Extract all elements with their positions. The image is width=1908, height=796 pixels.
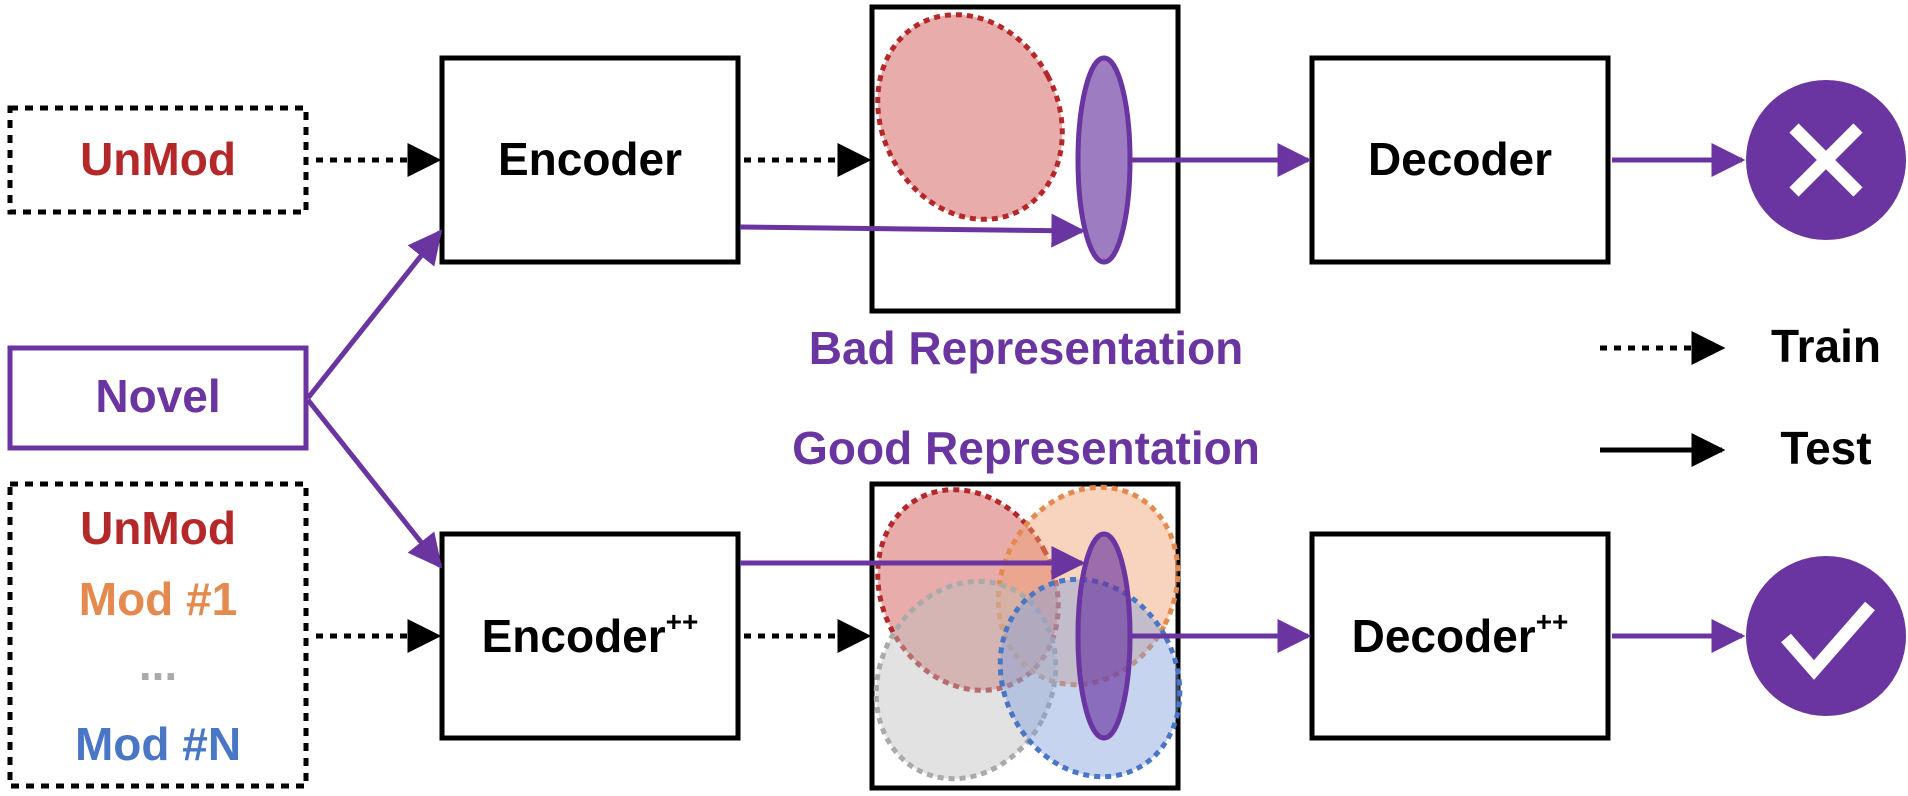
unmod-input-box bbox=[7, 105, 309, 215]
ellipsis-label: ... bbox=[139, 638, 177, 690]
decoder-pp-superscript: ++ bbox=[1536, 606, 1569, 637]
bad-representation-label: Bad Representation bbox=[809, 322, 1244, 374]
mod-1-label: Mod #1 bbox=[79, 573, 237, 625]
legend-train-label: Train bbox=[1771, 320, 1881, 372]
bad-red-cluster bbox=[875, 12, 1065, 222]
good-novel-cluster bbox=[1075, 531, 1133, 741]
bad-novel-cluster bbox=[1075, 55, 1133, 265]
mod-n-label: Mod #N bbox=[75, 718, 241, 770]
encoder-pp-box bbox=[439, 531, 741, 741]
encoder-pp-superscript: ++ bbox=[666, 606, 699, 637]
novel-input-box bbox=[7, 345, 309, 451]
x-mark-icon bbox=[1746, 80, 1906, 240]
test-arrow-novel-to-encoder-pp bbox=[306, 398, 443, 569]
unmod-bottom-label: UnMod bbox=[80, 502, 236, 554]
decoder-pp-label: Decoder++ bbox=[1352, 606, 1569, 662]
test-arrow-encoder-to-novel-cluster bbox=[739, 213, 1086, 248]
encoder-box bbox=[439, 55, 741, 265]
decoder-box bbox=[1309, 55, 1611, 265]
decoder-pp-box bbox=[1309, 531, 1611, 741]
legend-test-label: Test bbox=[1780, 422, 1871, 474]
unmod-top-label: UnMod bbox=[80, 133, 236, 185]
good-gray-cluster bbox=[873, 578, 1059, 782]
check-mark-icon bbox=[1746, 556, 1906, 716]
legend: Train Test bbox=[1600, 320, 1881, 474]
decoder-label: Decoder bbox=[1368, 133, 1552, 185]
test-arrow-novel-to-encoder bbox=[306, 229, 443, 400]
encoder-label: Encoder bbox=[498, 133, 682, 185]
good-representation-label: Good Representation bbox=[792, 422, 1260, 474]
novel-label: Novel bbox=[95, 370, 220, 422]
encoder-pp-label: Encoder++ bbox=[482, 606, 699, 662]
